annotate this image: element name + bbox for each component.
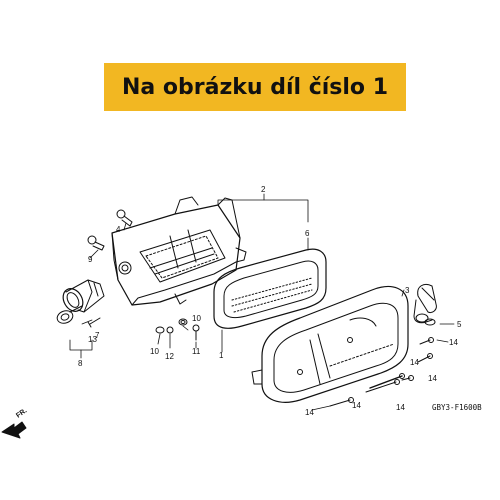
callout-9: 9 — [88, 255, 93, 264]
connecting-tube — [56, 279, 105, 324]
callout-14-e: 14 — [396, 403, 405, 412]
front-direction-label: FR. — [15, 407, 28, 419]
callout-14-b: 14 — [410, 358, 419, 367]
callout-3: 3 — [405, 286, 410, 295]
front-direction-arrow-icon: FR. — [1, 407, 28, 439]
callout-10-b: 10 — [192, 314, 201, 323]
banner-title: Na obrázku díl číslo 1 — [121, 74, 389, 100]
screws-and-washers — [87, 209, 434, 407]
air-cleaner-cover — [251, 285, 409, 403]
callout-13: 13 — [88, 335, 97, 344]
callout-14-f: 14 — [305, 408, 314, 417]
callout-5: 5 — [457, 320, 462, 329]
callout-14-d: 14 — [352, 401, 361, 410]
callout-4: 4 — [116, 225, 121, 234]
callout-10-a: 10 — [150, 347, 159, 356]
leader-lines — [69, 193, 455, 411]
drawing-code: GBY3-F1600B — [432, 403, 482, 412]
callout-8: 8 — [78, 359, 83, 368]
callout-11: 11 — [192, 347, 201, 356]
part-number-banner: Na obrázku díl číslo 1 — [104, 63, 406, 111]
callout-14-a: 14 — [449, 338, 458, 347]
callout-7: 7 — [95, 331, 100, 340]
callout-2: 2 — [261, 185, 266, 194]
air-cleaner-case — [111, 196, 247, 306]
elbow-tube — [413, 283, 437, 326]
callout-14-c: 14 — [428, 374, 437, 383]
callout-12: 12 — [165, 352, 174, 361]
air-cleaner-element — [213, 248, 327, 329]
callout-1: 1 — [219, 351, 224, 360]
callout-6: 6 — [305, 229, 310, 238]
